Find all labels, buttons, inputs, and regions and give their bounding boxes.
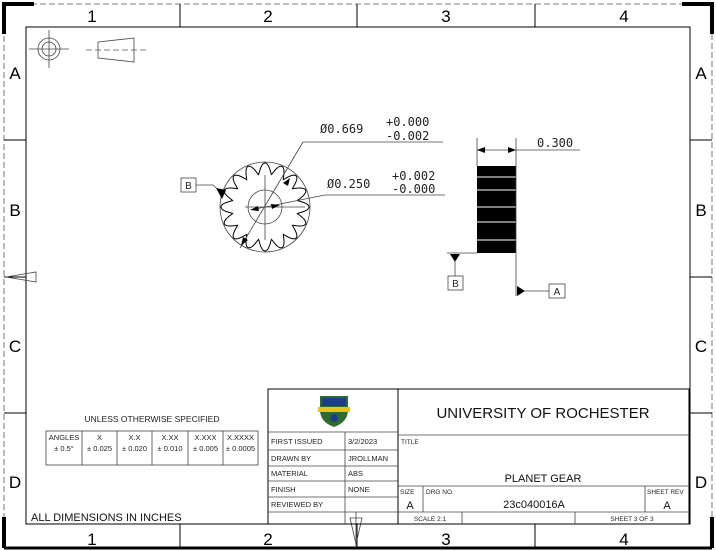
tolerance-value: ± 0.020 [122,444,147,453]
units-note: ALL DIMENSIONS IN INCHES [31,512,182,524]
zone-dividers [4,4,712,548]
tolerance-heading: UNLESS OTHERWISE SPECIFIED [85,414,220,424]
zone-col-4: 4 [619,7,628,26]
zone-row-c: C [9,337,21,356]
finish-value: NONE [348,485,370,494]
centering-arrow-icon [5,271,37,283]
tolerance-label: ANGLES [49,433,79,442]
zone-row-d: D [695,473,707,492]
datum-a-side: A [554,287,561,298]
gear-side-view: B A [447,138,580,299]
size-value: A [406,500,414,512]
tolerance-value: ± 0.005 [193,444,218,453]
outer-diameter-dim: Ø0.669 [320,122,363,136]
corner-mark [682,2,714,34]
sheet-number: SHEET 3 OF 3 [610,516,654,523]
bore-tol-minus: -0.000 [392,182,435,196]
zone-row-c: C [695,337,707,356]
zone-row-a: A [9,64,21,83]
tolerance-label: X.XXXX [227,433,254,442]
sheet-rev-label: SHEET REV [647,489,684,496]
zone-col-4: 4 [619,530,628,549]
drawn-by-value: JROLLMAN [348,454,388,463]
zone-row-b: B [9,201,20,220]
drawn-by-label: DRAWN BY [271,454,311,463]
tolerance-value: ± 0.025 [87,444,112,453]
gear-front-view [219,141,445,253]
university-logo [318,396,350,427]
material-label: MATERIAL [271,469,308,478]
title-block: FIRST ISSUED 3/2/2023 DRAWN BY JROLLMAN … [267,388,690,525]
zone-col-2: 2 [263,530,272,549]
organization-name: UNIVERSITY OF ROCHESTER [436,405,649,422]
zone-col-2: 2 [263,7,272,26]
outer-tol-plus: +0.000 [386,115,429,129]
zone-col-1: 1 [87,530,96,549]
tolerance-value: ± 0.0005 [226,444,255,453]
sheet-rev-value: A [663,500,671,512]
finish-label: FINISH [271,485,296,494]
outer-tol-minus: -0.002 [386,129,429,143]
zone-row-b: B [695,201,706,220]
scale: SCALE 2:1 [414,516,447,523]
tolerance-table: ANGLES ± 0.5° X ± 0.025 X.X ± 0.020 X.XX ± 0.01… [45,430,259,466]
zone-row-d: D [9,473,21,492]
title-label: TITLE [401,439,419,446]
zone-col-3: 3 [441,530,450,549]
bore-diameter-dim: Ø0.250 [327,177,370,191]
tolerance-label: X.XXX [194,433,216,442]
tolerance-label: X.XX [161,433,178,442]
first-issued-value: 3/2/2023 [348,437,377,446]
tolerance-value: ± 0.5° [54,444,74,453]
reviewed-by-label: REVIEWED BY [271,500,323,509]
datum-b-side: B [452,279,459,290]
thickness-dim: 0.300 [537,136,573,150]
svg-text:B: B [185,181,192,192]
corner-mark [2,2,34,34]
tolerance-label: X.X [128,433,140,442]
drawing-title: PLANET GEAR [505,473,582,485]
zone-col-1: 1 [87,7,96,26]
zone-row-a: A [695,64,707,83]
drg-no-value: 23c040016A [503,499,565,511]
datum-b-front: B [180,177,226,199]
bore-tol-plus: +0.002 [392,169,435,183]
tolerance-value: ± 0.010 [158,444,183,453]
size-label: SIZE [400,489,415,496]
drg-no-label: DRG NO. [426,489,454,496]
third-angle-projection-icon [29,30,146,68]
tolerance-label: X [97,433,102,442]
material-value: ABS [348,469,363,478]
zone-col-3: 3 [441,7,450,26]
first-issued-label: FIRST ISSUED [271,437,323,446]
